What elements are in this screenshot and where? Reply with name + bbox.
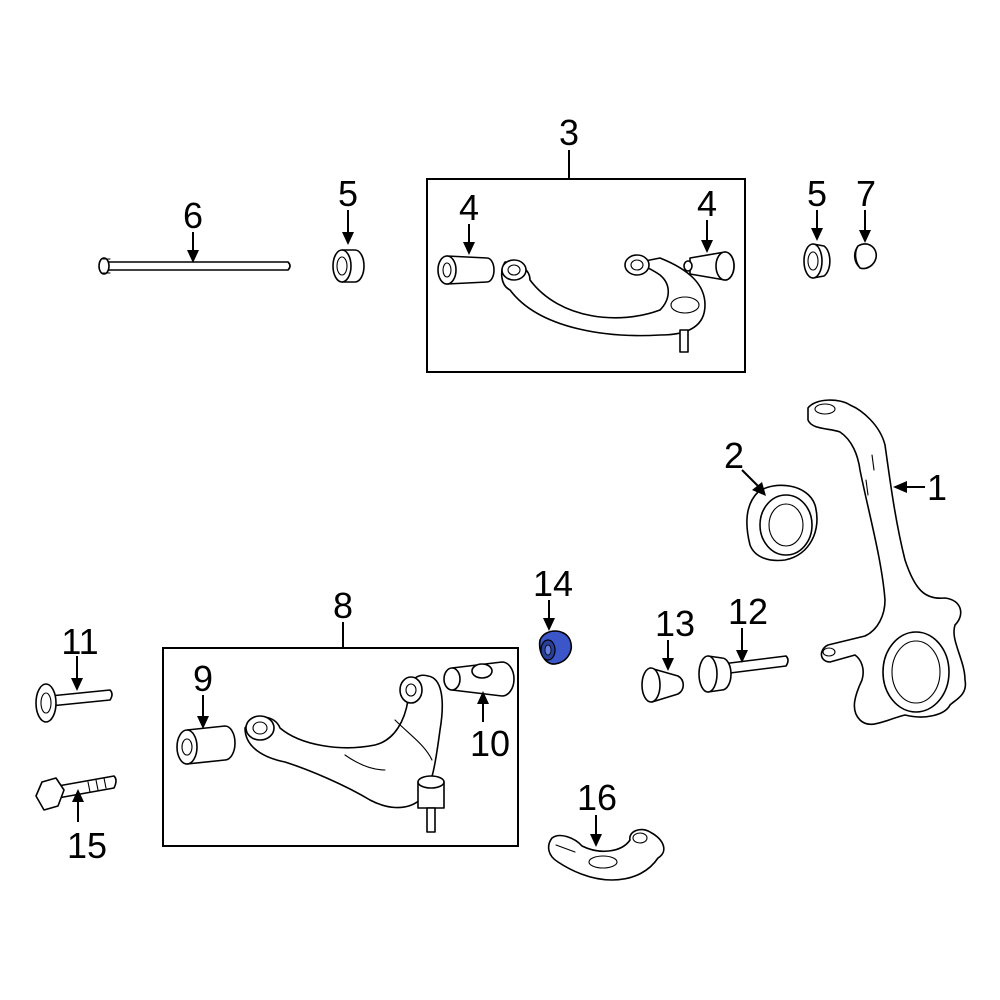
callout-4-left: 4 <box>459 187 479 228</box>
callout-2: 2 <box>724 435 744 476</box>
callout-1: 1 <box>927 467 947 508</box>
lower-arm-kit-box <box>162 647 519 847</box>
part-10-bushing[interactable] <box>443 661 515 697</box>
part-9-bushing[interactable] <box>176 725 236 765</box>
callout-4-right: 4 <box>697 183 717 224</box>
callout-3: 3 <box>559 112 579 153</box>
callout-13: 13 <box>655 603 695 644</box>
part-6-long-bolt[interactable] <box>98 257 291 275</box>
callout-12: 12 <box>728 591 768 632</box>
part-5-washer-right[interactable] <box>803 243 831 279</box>
callout-9: 9 <box>193 658 213 699</box>
part-7-cap[interactable] <box>853 243 878 270</box>
callout-16: 16 <box>577 777 617 818</box>
part-4-bushing-left[interactable] <box>437 255 495 285</box>
leader-lines <box>71 150 925 847</box>
callout-6: 6 <box>183 195 203 236</box>
part-11-bolt[interactable] <box>35 683 113 723</box>
callout-numbers: 1 2 3 4 4 5 5 6 7 8 9 10 11 12 13 14 15 … <box>61 112 947 866</box>
callout-14: 14 <box>533 563 573 604</box>
callout-5-right: 5 <box>807 173 827 214</box>
part-12-bolt[interactable] <box>698 655 789 693</box>
callout-5-left: 5 <box>338 173 358 214</box>
part-3-upper-control-arm[interactable] <box>500 254 706 353</box>
part-16-bracket[interactable] <box>547 828 665 881</box>
callout-11: 11 <box>61 621 98 662</box>
part-14-nut-highlighted[interactable] <box>538 630 572 665</box>
part-8-lower-control-arm[interactable] <box>244 674 445 833</box>
part-13-cone-bushing[interactable] <box>641 667 685 703</box>
upper-arm-kit-box <box>426 178 746 373</box>
callout-10: 10 <box>470 723 510 764</box>
part-4-bushing-right[interactable] <box>683 251 735 281</box>
callout-7: 7 <box>856 173 876 214</box>
part-5-washer-left[interactable] <box>332 249 365 283</box>
part-15-flange-bolt[interactable] <box>35 775 117 811</box>
callout-15: 15 <box>67 825 107 866</box>
part-1-steering-knuckle[interactable] <box>807 399 967 725</box>
part-2-seal[interactable] <box>746 484 818 562</box>
callout-8: 8 <box>333 585 353 626</box>
